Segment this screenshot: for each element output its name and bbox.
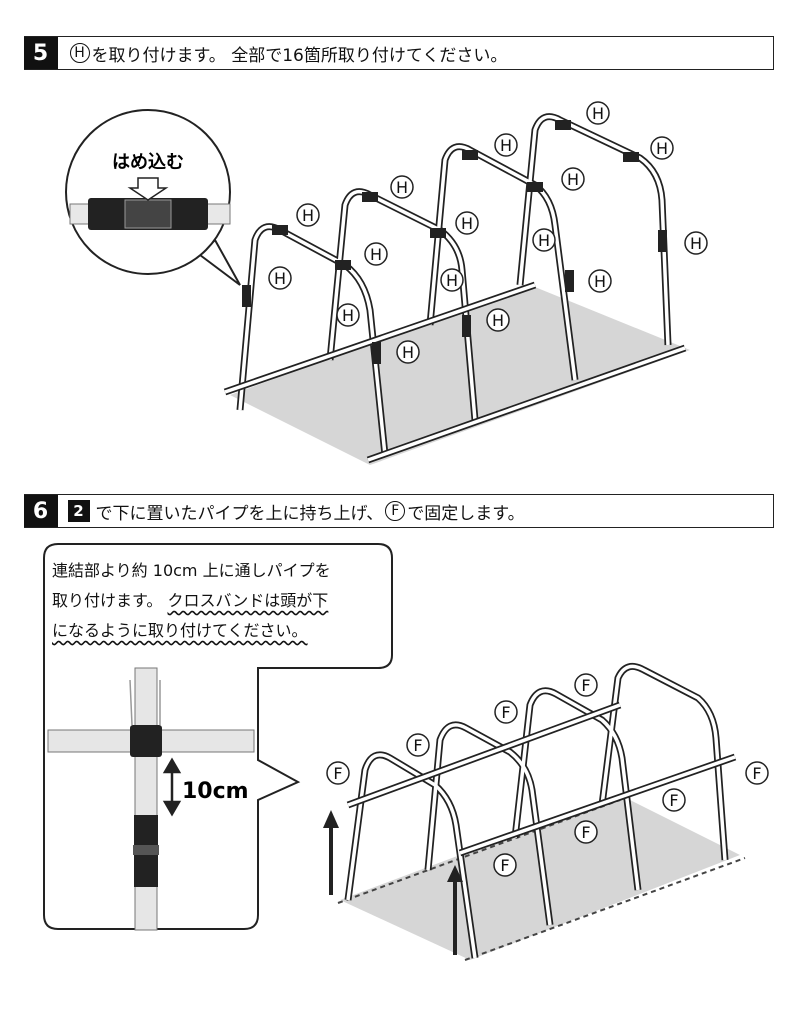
step-instruction: H を取り付けます。 全部で16箇所取り付けてください。 (58, 41, 508, 66)
step-number: 6 (23, 495, 58, 527)
svg-text:H: H (274, 269, 286, 288)
svg-text:F: F (669, 791, 678, 810)
svg-text:H: H (492, 311, 504, 330)
svg-text:F: F (581, 823, 590, 842)
step-text-b: で固定します。 (407, 503, 525, 524)
floor-shadow (230, 285, 690, 465)
svg-text:H: H (538, 231, 550, 250)
dimension-label: 10cm (182, 779, 249, 804)
ref-step-badge: 2 (67, 500, 90, 522)
cross-band (130, 725, 162, 757)
svg-text:H: H (567, 170, 579, 189)
svg-text:F: F (500, 856, 509, 875)
svg-text:H: H (370, 245, 382, 264)
svg-text:H: H (656, 139, 668, 158)
svg-text:H: H (396, 178, 408, 197)
connectors (242, 120, 667, 364)
step-text-a: で下に置いたパイプを上に持ち上げ、 (95, 503, 384, 524)
part-f-markers: F F F F F F F F (326, 673, 769, 877)
svg-text:H: H (302, 206, 314, 225)
old-pipe-position (337, 799, 746, 961)
lift-arrow-icon (323, 810, 463, 955)
svg-text:F: F (501, 703, 510, 722)
svg-text:F: F (752, 764, 761, 783)
svg-text:H: H (342, 306, 354, 325)
note-line-3: になるように取り付けてください。 (52, 621, 308, 640)
step-text: を取り付けます。 全部で16箇所取り付けてください。 (91, 45, 508, 66)
step-number: 5 (23, 37, 58, 69)
step-5-header: 5 H を取り付けます。 全部で16箇所取り付けてください。 (23, 36, 774, 70)
svg-text:H: H (500, 136, 512, 155)
floor-shadow (340, 795, 740, 960)
callout-bubble: はめ込む (65, 109, 241, 286)
dimension-arrow-icon (162, 757, 182, 817)
part-h-markers: H H H H H H H H H H H H H H H H (268, 101, 708, 364)
part-h-badge: H (69, 43, 90, 63)
step-6-note: 連結部より約 10cm 上に通しパイプを 取り付けます。 クロスバンドは頭が下 … (52, 556, 392, 646)
svg-text:H: H (446, 271, 458, 290)
svg-text:H: H (690, 234, 702, 253)
step-6-illustration: F F F F F F F F (323, 662, 769, 961)
note-emphasis-a: クロスバンドは頭が下 (167, 591, 329, 610)
svg-text:H: H (461, 214, 473, 233)
step-instruction: 2 で下に置いたパイプを上に持ち上げ、 F で固定します。 (58, 499, 525, 524)
step-6-detail-panel: 10cm (43, 543, 393, 931)
down-arrow-icon (127, 177, 169, 201)
svg-text:H: H (402, 343, 414, 362)
note-line-1: 連結部より約 10cm 上に通しパイプを (52, 561, 331, 580)
step-6-header: 6 2 で下に置いたパイプを上に持ち上げ、 F で固定します。 (23, 494, 774, 528)
svg-text:H: H (592, 104, 604, 123)
part-f-badge: F (385, 501, 406, 521)
callout-label: はめ込む (112, 152, 184, 173)
svg-text:F: F (333, 764, 342, 783)
svg-text:H: H (594, 272, 606, 291)
svg-text:F: F (413, 736, 422, 755)
svg-text:F: F (581, 676, 590, 695)
note-line-2: 取り付けます。 クロスバンドは頭が下 (52, 591, 329, 610)
step-5-illustration: はめ込む (65, 101, 708, 465)
